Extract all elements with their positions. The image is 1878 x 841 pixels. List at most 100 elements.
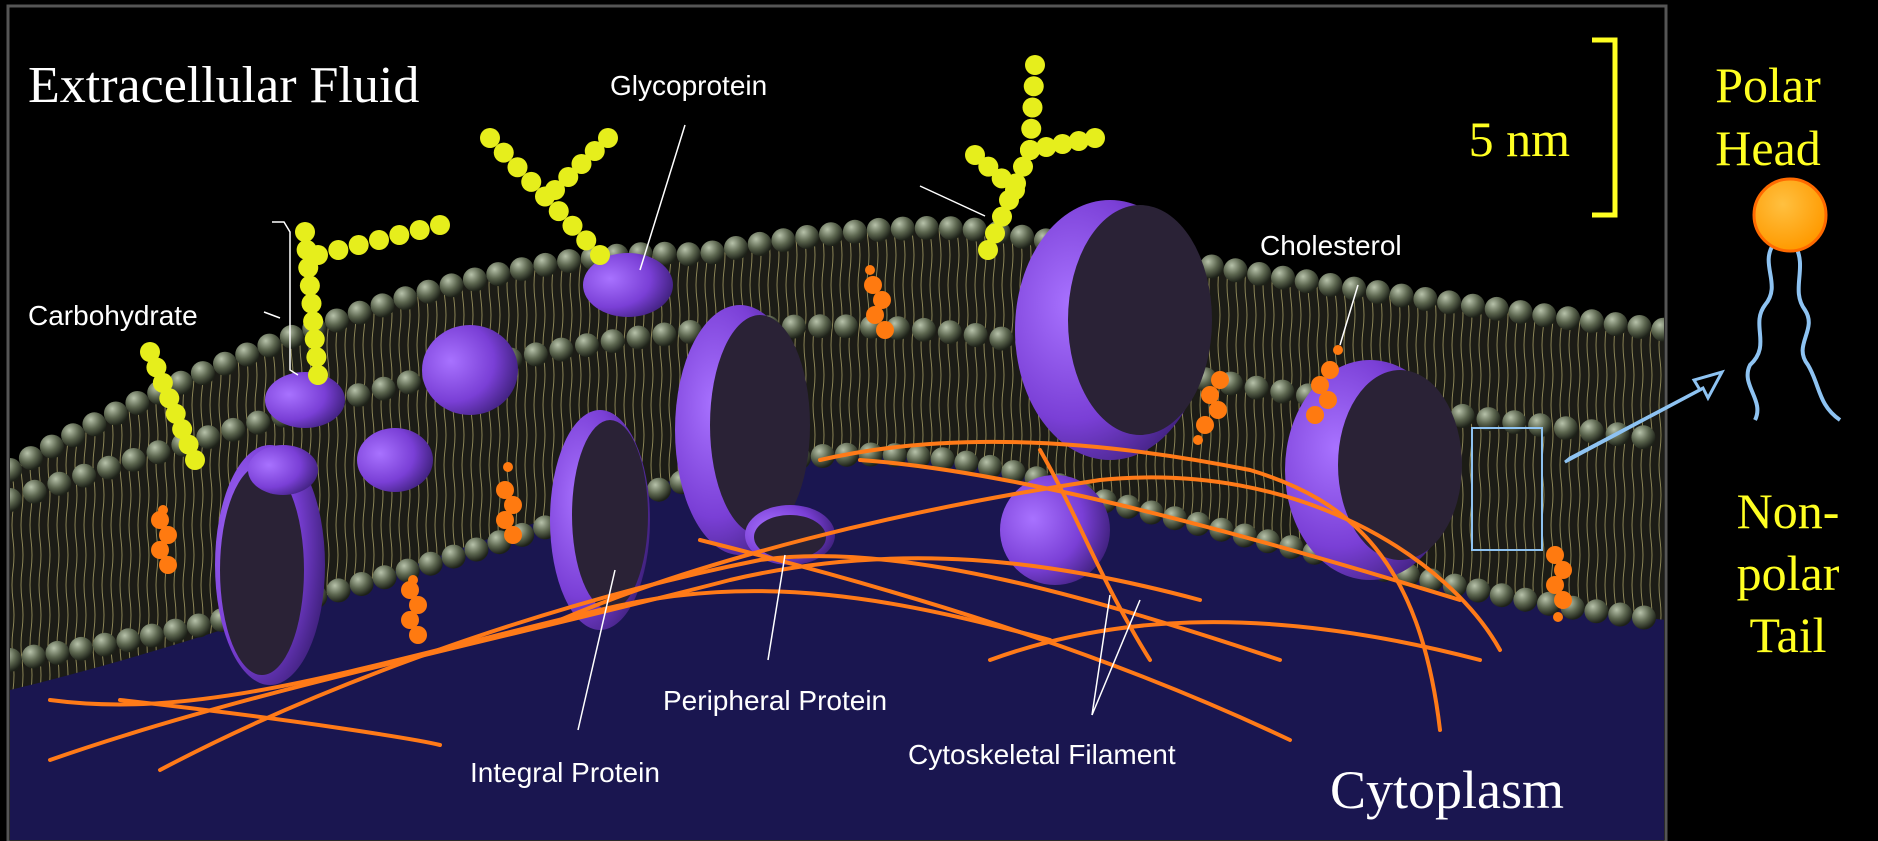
sugar-unit: [430, 215, 450, 235]
phospholipid-head: [843, 220, 867, 244]
phospholipid-head: [533, 253, 557, 277]
phospholipid-head: [1584, 599, 1608, 623]
sugar-unit: [303, 311, 323, 331]
phospholipid-head: [1461, 294, 1485, 318]
phospholipid-head: [465, 538, 489, 562]
sugar-unit: [300, 276, 320, 296]
phospholipid-head: [627, 326, 651, 350]
label-peripheral-protein: Peripheral Protein: [663, 685, 887, 716]
sugar-unit: [965, 145, 985, 165]
phospholipid-head: [69, 637, 93, 661]
sugar-unit: [349, 235, 369, 255]
sugar-unit: [306, 347, 326, 367]
surface-protein: [422, 325, 518, 415]
phospholipid-head: [1651, 318, 1675, 342]
phospholipid-head: [1608, 603, 1632, 627]
phospholipid-head: [867, 218, 891, 242]
phospholipid-head: [463, 268, 487, 292]
phospholipid-head: [1528, 413, 1552, 437]
phospholipid-head: [1604, 312, 1628, 336]
sugar-unit: [369, 230, 389, 250]
label-nonpolar-tail-line2: polar: [1737, 545, 1840, 601]
phospholipid-head: [1245, 376, 1269, 400]
protein-channel: [572, 420, 648, 610]
sugar-unit: [549, 201, 569, 221]
phospholipid-head: [1632, 606, 1656, 630]
phospholipid-head: [23, 480, 47, 504]
label-carbohydrate: Carbohydrate: [28, 300, 198, 331]
phospholipid-head: [213, 352, 237, 376]
phospholipid-head: [1318, 273, 1342, 297]
label-cytoskeletal-filament: Cytoskeletal Filament: [908, 739, 1176, 770]
phospholipid-head: [771, 228, 795, 252]
phospholipid-head: [116, 628, 140, 652]
phospholipid-head: [347, 383, 371, 407]
phospholipid-head: [246, 411, 270, 435]
phospholipid-head: [125, 391, 149, 415]
phospholipid-head: [575, 333, 599, 357]
phospholipid-head: [187, 614, 211, 638]
label-cholesterol: Cholesterol: [1260, 230, 1402, 261]
sugar-unit: [305, 329, 325, 349]
phospholipid-head: [1556, 306, 1580, 330]
phospholipid-head: [397, 370, 421, 394]
nonpolar-tail-2: [1795, 245, 1840, 420]
sugar-unit: [1024, 76, 1044, 96]
sugar-unit: [1021, 119, 1041, 139]
phospholipid-head: [939, 216, 963, 240]
protein-cap: [248, 445, 318, 495]
phospholipid-head: [748, 232, 772, 256]
phospholipid-head: [104, 402, 128, 426]
polar-head-circle: [1754, 179, 1826, 251]
surface-protein: [357, 428, 433, 492]
phospholipid-head: [221, 418, 245, 442]
phospholipid-head: [46, 641, 70, 665]
sugar-unit: [1085, 128, 1105, 148]
phospholipid-head: [915, 216, 939, 240]
phospholipid-head: [257, 334, 281, 358]
sugar-unit: [295, 222, 315, 242]
sugar-unit: [576, 230, 596, 250]
phospholipid-head: [724, 236, 748, 260]
label-polar-head-line2: Head: [1715, 120, 1821, 176]
phospholipid-head: [325, 309, 349, 333]
phospholipid-head: [372, 377, 396, 401]
phospholipid-head: [652, 323, 676, 347]
phospholipid-head: [440, 273, 464, 297]
sugar-unit: [494, 143, 514, 163]
phospholipid-head: [1502, 410, 1526, 434]
nonpolar-tail-1: [1748, 245, 1773, 420]
phospholipid-head: [891, 217, 915, 241]
sugar-unit: [328, 240, 348, 260]
phospholipid-head: [1580, 309, 1604, 333]
phospholipid-head: [601, 329, 625, 353]
phospholipid-head: [834, 314, 858, 338]
phospholipid-head: [524, 342, 548, 366]
sugar-unit: [302, 294, 322, 314]
phospholipid-head: [938, 320, 962, 344]
label-extracellular-fluid: Extracellular Fluid: [28, 57, 419, 114]
phospholipid-head: [280, 325, 304, 349]
phospholipid-head: [557, 249, 581, 273]
phospholipid-head: [1580, 419, 1604, 443]
phospholipid-head: [235, 343, 259, 367]
phospholipid-head: [373, 565, 397, 589]
phospholipid-head: [19, 446, 43, 470]
phospholipid-head: [417, 280, 441, 304]
phospholipid-head: [1270, 380, 1294, 404]
phospholipid-head: [510, 257, 534, 281]
phospholipid-head: [989, 327, 1013, 351]
phospholipid-head: [1010, 225, 1034, 249]
phospholipid-head: [808, 314, 832, 338]
label-polar-head-line1: Polar: [1715, 57, 1821, 113]
sugar-unit: [1025, 55, 1045, 75]
label-cytoplasm: Cytoplasm: [1330, 760, 1564, 820]
sugar-unit: [598, 128, 618, 148]
phospholipid-head: [348, 301, 372, 325]
phospholipid-head: [1513, 588, 1537, 612]
phospholipid-head: [97, 456, 121, 480]
sugar-unit: [410, 220, 430, 240]
phospholipid-head: [419, 552, 443, 576]
phospholipid-head: [1390, 284, 1414, 308]
